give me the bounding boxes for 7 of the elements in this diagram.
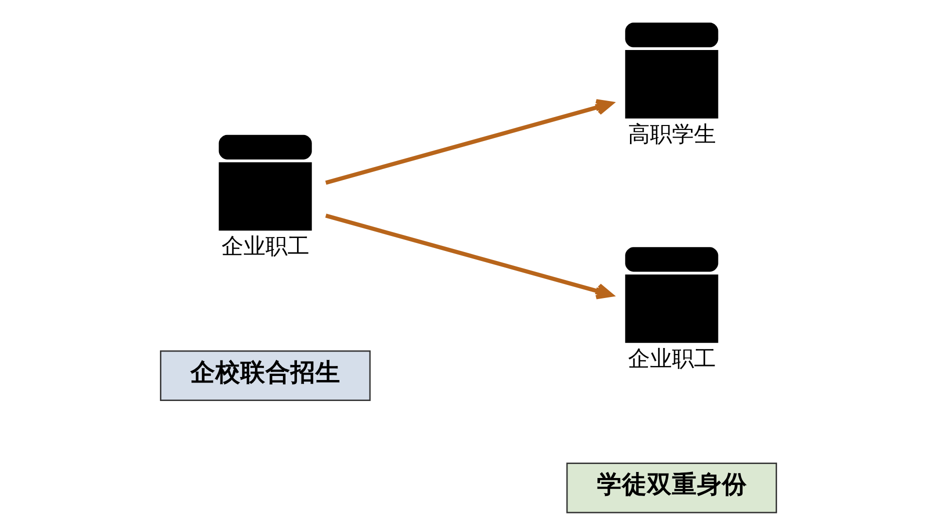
arrow bbox=[325, 213, 614, 299]
node-box: 学徒双重身份 bbox=[566, 462, 778, 513]
arrow bbox=[325, 98, 614, 184]
node-label: 高职学生 bbox=[628, 122, 716, 147]
node-label: 企业职工 bbox=[222, 234, 310, 260]
node-box: 企校联合招生 bbox=[160, 350, 371, 401]
node-label: 企业职工 bbox=[628, 346, 716, 372]
